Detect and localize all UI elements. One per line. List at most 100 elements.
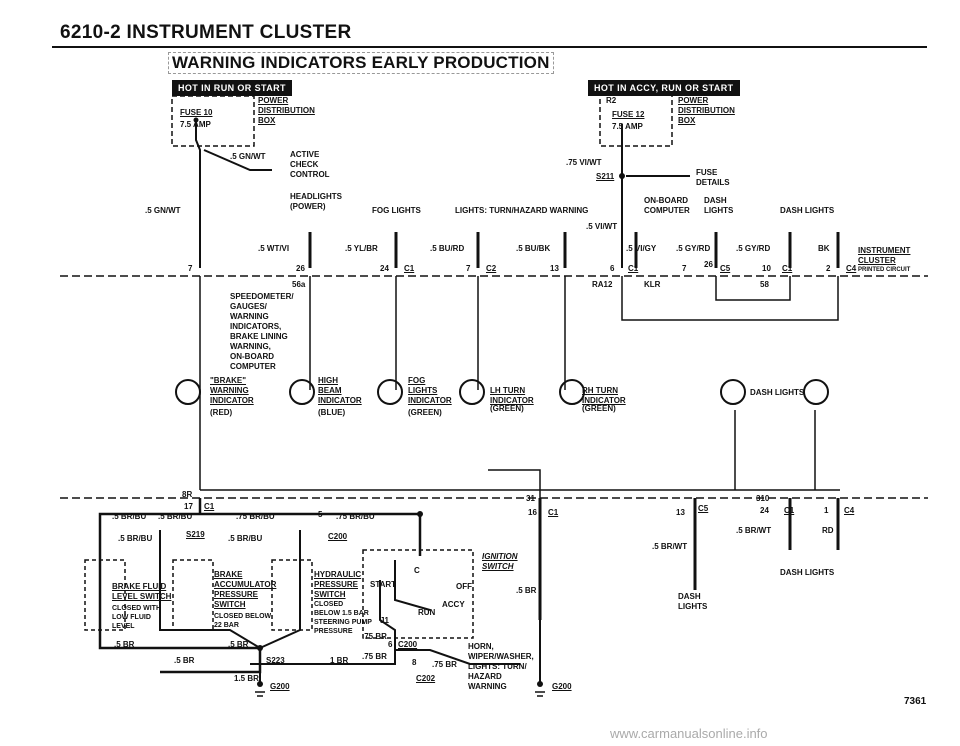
wire-75br-1: .75 BR [362,632,387,641]
pin-13: 13 [676,508,685,517]
splice-s219: S219 [186,530,205,539]
conn-c1-b: C1 [548,508,559,517]
pin-label: 7 [188,264,193,273]
onboard-label: ON-BOARD COMPUTER [644,196,690,215]
header-rule [52,46,927,48]
pin-label: 26 [704,260,713,269]
highbeam-indicator-note: (BLUE) [318,408,346,417]
pin-label: C1 [404,264,415,273]
hot-in-accy-tag: HOT IN ACCY, RUN OR START [588,80,740,96]
wire-gnwt-2: .5 GN/WT [145,206,181,215]
conn-c202: C202 [416,674,436,683]
wire-5br-4: .5 BR [228,640,249,649]
turn-label: LIGHTS: TURN/HAZARD WARNING [455,206,589,215]
wire-5br-1: .5 BR [516,586,537,595]
accumulator-switch-note: CLOSED BELOW 22 BAR [214,613,272,629]
ground-g200-b: G200 [552,682,572,691]
conn-c200-a: C200 [328,532,348,541]
rh-turn-indicator-note: (GREEN) [582,404,616,413]
watermark: www.carmanualsonline.info [610,726,768,741]
ignition-switch-label: IGNITION SWITCH [482,552,518,571]
brake-indicator-note: (RED) [210,408,233,417]
pin-17: 17 [184,502,193,511]
conn-c1-a: C1 [204,502,215,511]
pin-label: C1 [628,264,639,273]
fuse10-box-label: POWER DISTRIBUTION BOX [258,96,315,125]
wire-brbu-3: .75 BR/BU [236,512,275,521]
hydraulic-switch-label: HYDRAULIC PRESSURE SWITCH [314,570,362,599]
conn-c200-b: C200 [398,640,418,649]
wire-label: .5 GY/RD [736,244,771,253]
pin-sub-label: 56a [292,280,306,289]
pin-label: C5 [720,264,731,273]
pin-label: 2 [826,264,831,273]
fuse10-box [171,95,255,147]
wire-75br-2: .75 BR [362,652,387,661]
ign-j1: J1 [380,616,389,625]
pin-16: 16 [528,508,537,517]
lh-turn-indicator-label: LH TURN INDICATOR [490,386,534,405]
hydraulic-switch-note: CLOSED BELOW 1.5 BAR STEERING PUMP PRESS… [314,601,372,635]
pin-label: C4 [846,264,857,273]
dash-lights-indicator-label: DASH LIGHTS [750,388,805,397]
fog-label: FOG LIGHTS [372,206,421,215]
ign-off: OFF [456,582,472,591]
pin-8: 8 [412,658,417,667]
brake-fluid-switch-note: CLOSED WITH LOW FLUID LEVEL [112,605,161,630]
ground-g200-a: G200 [270,682,290,691]
headlights-label: HEADLIGHTS (POWER) [290,192,342,211]
page-title: 6210-2 INSTRUMENT CLUSTER [60,22,352,43]
wire-brwt-2: .5 BR/WT [652,542,688,551]
wire-brbu-4: .75 BR/BU [336,512,375,521]
lh-turn-indicator-note: (GREEN) [490,404,524,413]
fuse10-label: FUSE 10 [180,108,213,117]
wire-label: .5 GY/RD [676,244,711,253]
conn-c5: C5 [698,504,709,513]
wire-label: .5 BU/BK [516,244,551,253]
pin-label: 10 [762,264,771,273]
wire-brwt-1: .5 BR/WT [736,526,772,535]
speedo-note: SPEEDOMETER/ GAUGES/ WARNING INDICATORS,… [230,292,294,371]
pin-label: C1 [782,264,793,273]
wire-brbu-5: .5 BR/BU [118,534,153,543]
cluster-note: PRINTED CIRCUIT [858,267,911,273]
fuse12-box-label: POWER DISTRIBUTION BOX [678,96,735,125]
pin-310: 310 [756,494,770,503]
splice-s223: S223 [266,656,285,665]
diagram-subtitle: WARNING INDICATORS EARLY PRODUCTION [168,52,554,74]
pin-1: 1 [824,506,829,515]
fog-indicator-note: (GREEN) [408,408,442,417]
cluster-label: INSTRUMENT CLUSTER [858,246,911,265]
pin-8r: 8R [182,490,193,499]
fuse12-label: FUSE 12 [612,110,645,119]
conn-c1-c: C1 [784,506,795,515]
page-number: 7361 [904,696,927,707]
ign-accy: ACCY [442,600,465,609]
wire-brbu-1: .5 BR/BU [112,512,147,521]
pin-31: 31 [526,494,535,503]
wire-1br: 1 BR [330,656,349,665]
pin-label: 7 [466,264,471,273]
hot-in-run-tag: HOT IN RUN OR START [172,80,292,96]
splice-s211: S211 [596,172,615,181]
active-check-label: ACTIVE CHECK CONTROL [290,150,330,179]
fuse12-r: R2 [606,96,617,105]
wire-gnwt-1: .5 GN/WT [230,152,266,161]
ign-start: START [370,580,397,589]
pin-24: 24 [760,506,769,515]
wire-label: .5 BU/RD [430,244,465,253]
wire-label: BK [818,244,830,253]
dash-lights-label: DASH LIGHTS [780,206,835,215]
highbeam-indicator-label: HIGH BEAM INDICATOR [318,376,362,405]
wire-5viwt: .5 VI/WT [586,222,618,231]
pin-label: 24 [380,264,389,273]
pin-label: 7 [682,264,687,273]
fuse-details-label: FUSE DETAILS [696,168,730,187]
wire-75br-3: .75 BR [432,660,457,669]
dash-lights-bottom-2: DASH LIGHTS [678,592,708,611]
pin-sub-label: RA12 [592,280,613,289]
dash-lights-bottom: DASH LIGHTS [780,568,835,577]
conn-c4: C4 [844,506,855,515]
brake-fluid-switch-label: BRAKE FLUID LEVEL SWITCH [112,582,172,601]
